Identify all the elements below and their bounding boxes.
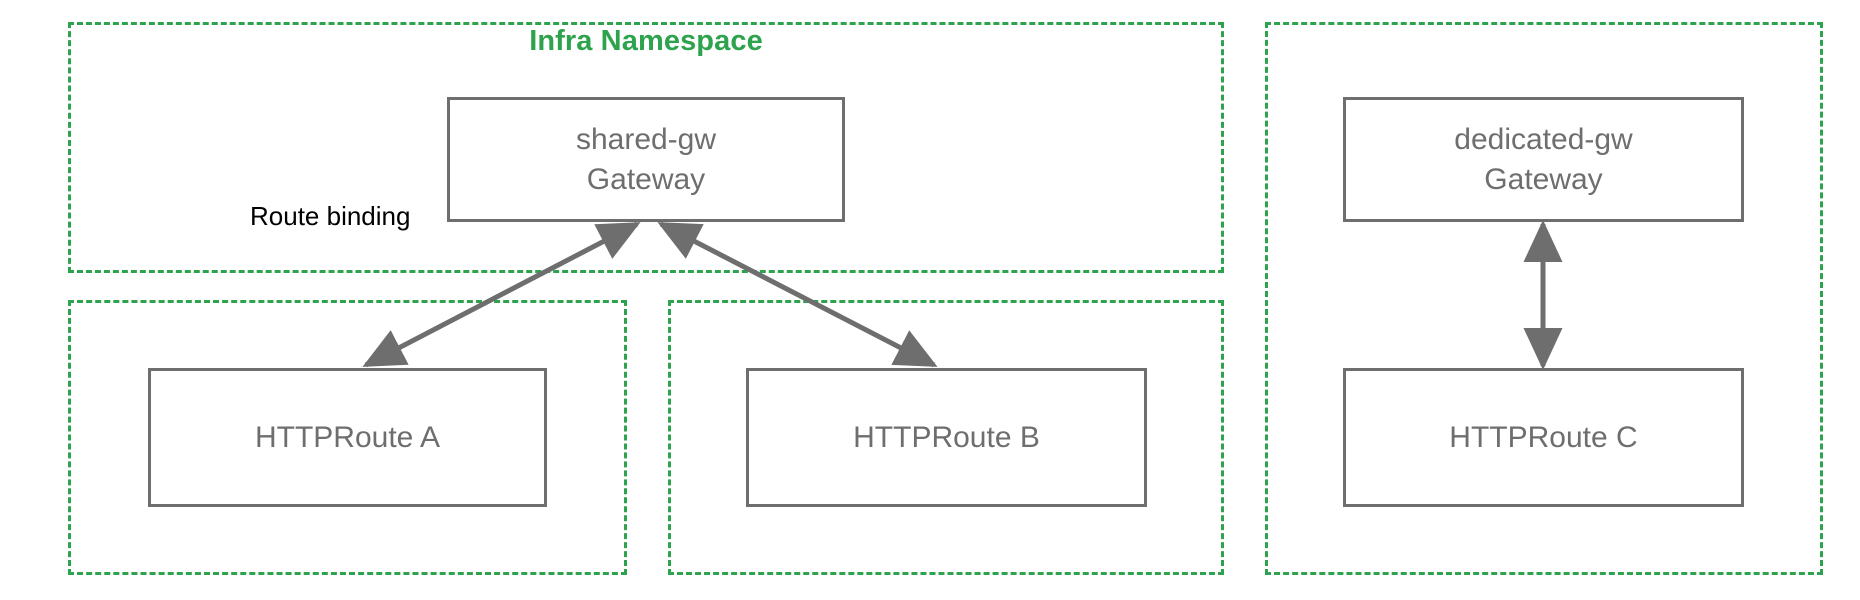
resource-box-httproute-b[interactable]: HTTPRoute B [746,368,1147,507]
resource-box-dedicated-gw[interactable]: dedicated-gw Gateway [1343,97,1744,222]
namespace-box-a [68,300,627,575]
namespace-box-c [1265,22,1823,575]
resource-box-shared-gw[interactable]: shared-gw Gateway [447,97,845,222]
namespace-box-b [668,300,1224,575]
namespace-label-infra: Infra Namespace [529,25,763,57]
resource-box-httproute-c[interactable]: HTTPRoute C [1343,368,1744,507]
resource-box-httproute-a[interactable]: HTTPRoute A [148,368,547,507]
edge-label-route-binding: Route binding [250,201,411,231]
namespace-box-infra [68,22,1224,273]
